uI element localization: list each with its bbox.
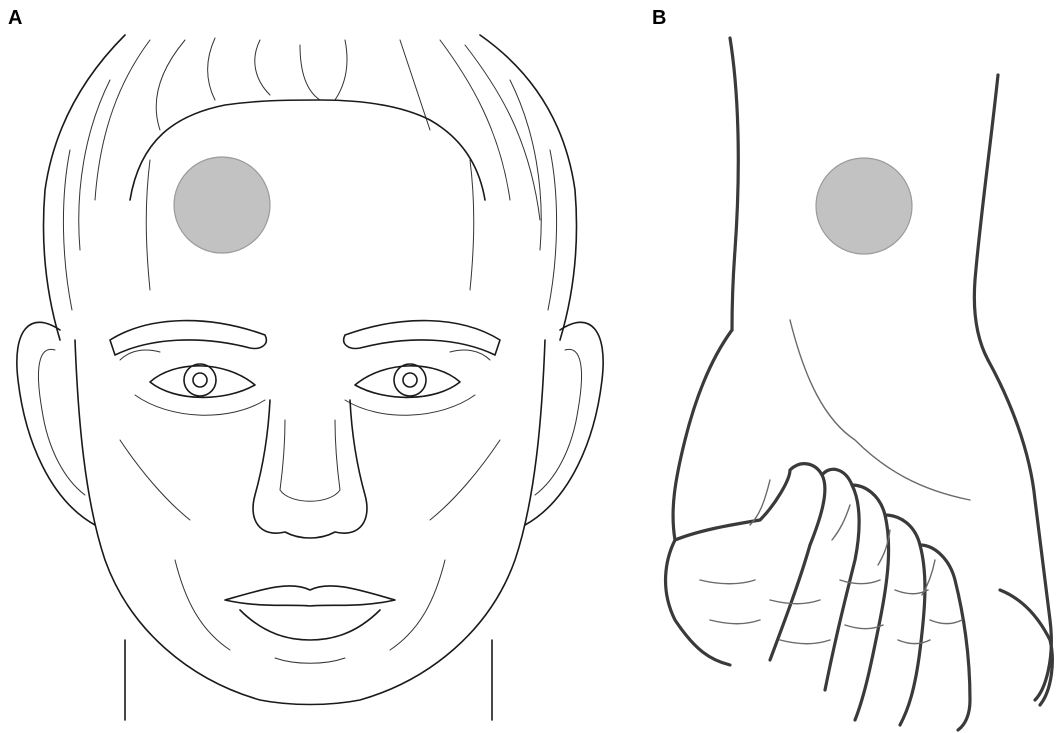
wrist-crease: [790, 320, 970, 500]
lower-lip: [240, 610, 380, 640]
nose-bridge: [280, 420, 340, 501]
iris-right: [394, 364, 426, 396]
marker-forehead: [174, 157, 270, 253]
cheek-lines: [120, 440, 500, 650]
chin: [275, 658, 345, 663]
mouth: [225, 586, 395, 606]
eyebrow-right: [344, 321, 500, 355]
finger-little: [885, 515, 925, 725]
hand-outline-left: [666, 330, 732, 665]
finger-ring: [852, 485, 889, 720]
ear-left: [17, 322, 95, 525]
face-illustration: [0, 0, 620, 733]
pupil-left: [193, 373, 207, 387]
nose: [253, 400, 367, 538]
hand-outline-right: [988, 360, 1051, 700]
pupil-right: [403, 373, 417, 387]
forearm-right-edge: [974, 75, 998, 360]
eye-left: [150, 366, 255, 398]
forearm-left-edge: [730, 38, 738, 330]
face-contour: [75, 340, 545, 705]
eye-right: [355, 366, 460, 398]
finger-index: [675, 464, 825, 660]
ear-right: [525, 322, 603, 525]
eye-creases: [120, 350, 490, 415]
hair-outline-right: [480, 35, 577, 340]
hair-outline: [43, 35, 125, 340]
eyebrow-left: [110, 321, 266, 355]
marker-wrist: [816, 158, 912, 254]
iris-left: [184, 364, 216, 396]
hand-illustration: [640, 0, 1058, 733]
finger-extra: [920, 545, 970, 730]
